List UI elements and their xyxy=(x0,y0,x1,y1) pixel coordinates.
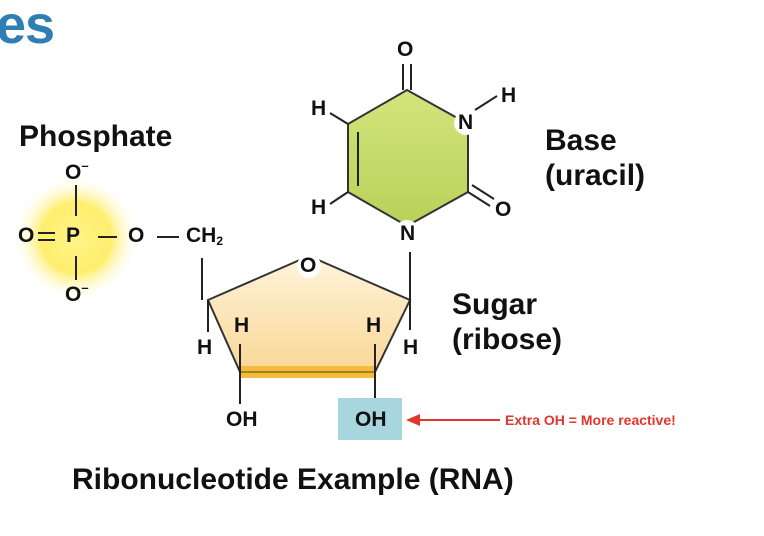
ch2-group: CH2 xyxy=(186,224,224,248)
n-top-highlight xyxy=(454,111,478,135)
diagram-caption: Ribonucleotide Example (RNA) xyxy=(72,463,514,496)
base-bonds xyxy=(329,64,498,207)
base-h-n: H xyxy=(501,84,517,107)
base-o-top: O xyxy=(397,38,414,61)
base-n-bottom: N xyxy=(400,222,416,245)
page-title-fragment: es xyxy=(0,0,55,55)
phosphate-o-double: O xyxy=(18,224,35,247)
sugar-oh-left: OH xyxy=(226,408,258,431)
sugar-h-right-down: H xyxy=(403,336,419,359)
phosphate-o-bottom: O– xyxy=(65,280,89,306)
sugar-oh-right: OH xyxy=(355,408,387,431)
phosphate-o-top: O– xyxy=(65,158,89,184)
phosphate-glow xyxy=(12,174,140,302)
phosphate-label: Phosphate xyxy=(19,120,173,153)
base-n-top: N xyxy=(458,111,474,134)
n-bottom-highlight xyxy=(395,220,419,244)
phosphate-bonds xyxy=(38,185,203,300)
sugar-h-left-up: H xyxy=(234,314,250,337)
base-h-top-left: H xyxy=(311,97,327,120)
base-ring xyxy=(347,88,469,228)
base-o-right: O xyxy=(495,198,512,221)
base-h-bottom-left: H xyxy=(311,196,327,219)
oh-highlight-box xyxy=(338,398,402,440)
reactive-annotation: Extra OH = More reactive! xyxy=(505,412,676,428)
base-label: Base (uracil) xyxy=(545,124,646,192)
sugar-ring xyxy=(206,254,412,373)
sugar-h-left-down: H xyxy=(197,336,213,359)
phosphate-p: P xyxy=(66,224,81,247)
sugar-o-ring: O xyxy=(300,254,317,277)
sugar-substituent-bonds xyxy=(207,252,411,404)
phosphate-o-link: O xyxy=(128,224,145,247)
o-ring-highlight xyxy=(297,254,321,278)
sugar-h-right-up: H xyxy=(366,314,382,337)
reactive-arrow xyxy=(406,414,500,426)
sugar-label: Sugar (ribose) xyxy=(452,288,563,356)
